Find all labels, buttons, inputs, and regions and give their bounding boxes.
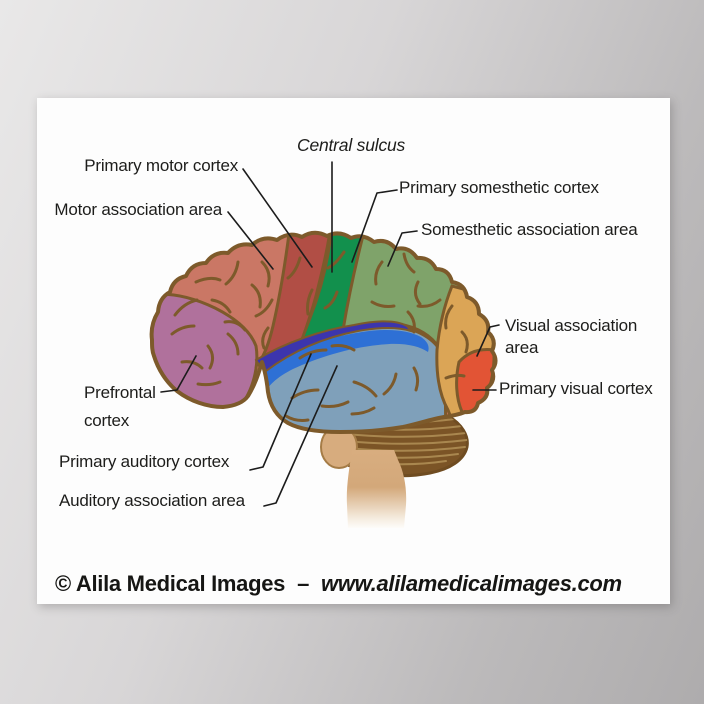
label-primary-motor-cortex: Primary motor cortex [84, 156, 238, 175]
credit-copyright: © Alila Medical Images [55, 571, 286, 596]
label-auditory-association-area: Auditory association area [59, 491, 245, 510]
label-primary-auditory-cortex: Primary auditory cortex [59, 452, 230, 471]
label-visual-association-area: Visual association area [505, 316, 638, 357]
credit-line: © Alila Medical Images–www.alilamedicali… [55, 569, 622, 599]
label-somesthetic-association-area: Somesthetic association area [421, 220, 638, 239]
label-primary-visual-cortex: Primary visual cortex [499, 379, 653, 398]
label-prefrontal-cortex: Prefrontal cortex [84, 383, 156, 430]
label-primary-somesthetic-cortex: Primary somesthetic cortex [399, 178, 599, 197]
label-motor-association-area: Motor association area [54, 200, 222, 219]
label-central-sulcus: Central sulcus [297, 135, 406, 155]
credit-separator: – [297, 571, 310, 596]
credit-website: www.alilamedicalimages.com [321, 571, 622, 596]
